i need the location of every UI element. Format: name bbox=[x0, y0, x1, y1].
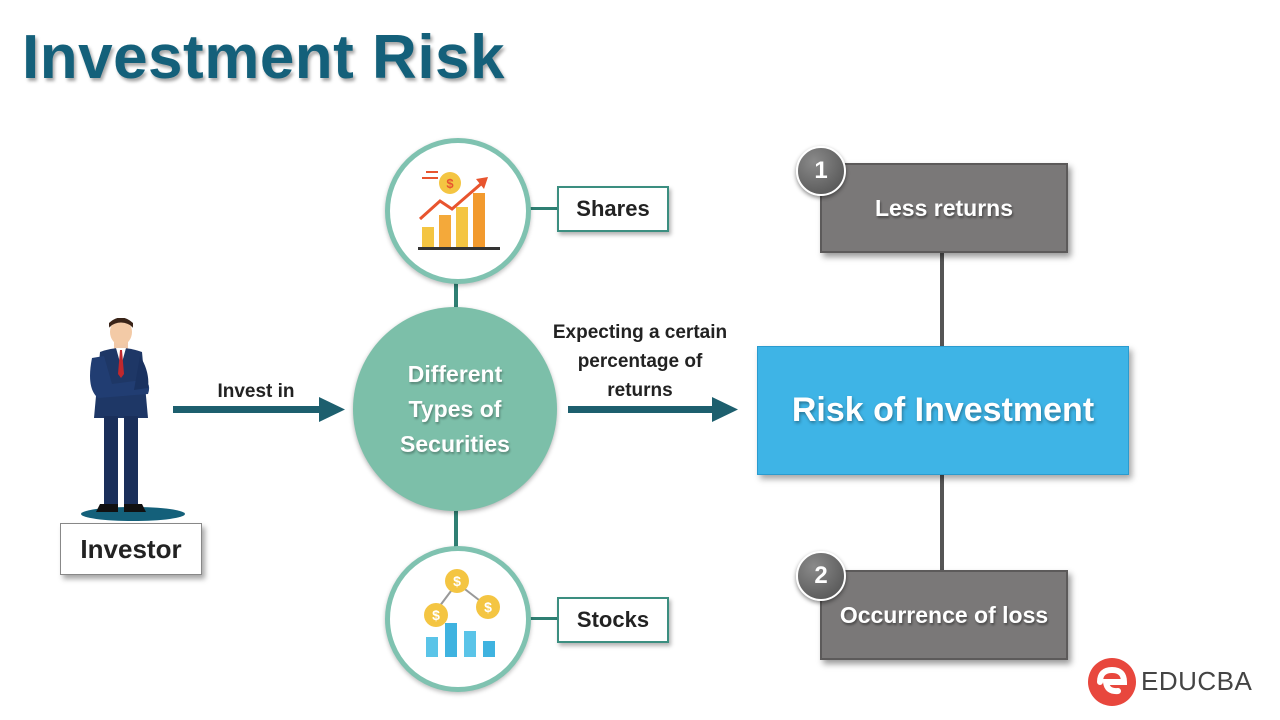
investor-label: Investor bbox=[60, 523, 202, 575]
shares-icon-circle: $ bbox=[385, 138, 531, 284]
invest-arrow bbox=[173, 397, 345, 428]
educba-brand-name: EDUCBA bbox=[1141, 666, 1253, 696]
svg-text:$: $ bbox=[453, 573, 461, 589]
securities-line-1: Different bbox=[407, 360, 503, 387]
rising-bar-chart-icon: $ bbox=[418, 171, 500, 250]
educba-logo-icon bbox=[1088, 658, 1136, 706]
risk-box-less-returns: Less returns bbox=[820, 163, 1068, 253]
stocks-icon-circle: $ $ $ bbox=[385, 546, 531, 692]
expecting-line-3: returns bbox=[607, 380, 673, 401]
connector-shares bbox=[523, 207, 559, 210]
svg-text:$: $ bbox=[446, 176, 454, 191]
risk-number-2: 2 bbox=[796, 551, 846, 601]
securities-circle: Different Types of Securities bbox=[353, 307, 557, 511]
connector-vertical-top bbox=[454, 270, 458, 310]
expecting-arrow bbox=[568, 397, 738, 428]
invest-in-label: Invest in bbox=[217, 381, 295, 402]
connector-risk-bottom bbox=[940, 472, 944, 570]
dollar-coins-chart-icon: $ $ $ bbox=[424, 569, 500, 657]
risk-of-investment-box: Risk of Investment bbox=[757, 346, 1129, 475]
svg-text:$: $ bbox=[432, 607, 440, 623]
expecting-line-2: percentage of bbox=[577, 351, 703, 372]
expecting-line-1: Expecting a certain bbox=[552, 322, 728, 343]
educba-logo bbox=[1086, 656, 1138, 708]
businessman-icon bbox=[81, 317, 185, 521]
risk-number-1: 1 bbox=[796, 146, 846, 196]
expecting-caption: Expecting a certain percentage of return… bbox=[540, 318, 740, 405]
shares-label: Shares bbox=[557, 186, 669, 232]
page-title: Investment Risk bbox=[22, 23, 506, 92]
connector-risk-top bbox=[940, 250, 944, 347]
svg-text:$: $ bbox=[484, 599, 492, 615]
securities-line-3: Securities bbox=[400, 430, 510, 457]
stocks-label: Stocks bbox=[557, 597, 669, 643]
securities-line-2: Types of bbox=[408, 395, 502, 422]
investor-figure bbox=[78, 317, 188, 523]
connector-stocks bbox=[523, 617, 559, 620]
connector-vertical-bottom bbox=[454, 508, 458, 548]
risk-box-occurrence-of-loss: Occurrence of loss bbox=[820, 570, 1068, 660]
